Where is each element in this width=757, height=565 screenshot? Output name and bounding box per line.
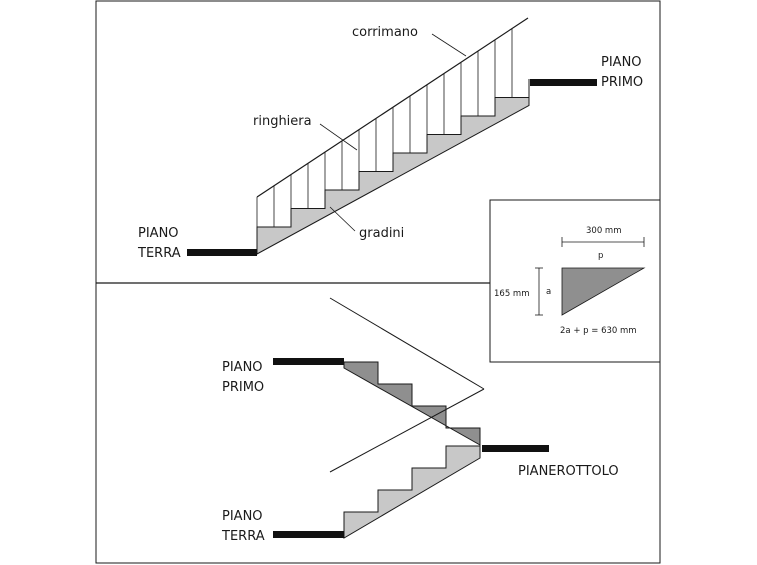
label-gradini: gradini	[359, 226, 404, 241]
upper-handrail	[329, 297, 485, 390]
label-riser-dim: 165 mm	[494, 289, 530, 299]
label-formula: 2a + p = 630 mm	[560, 326, 637, 336]
floor-slab-terra-bottom	[273, 531, 344, 538]
label-piano-primo-top-2: PRIMO	[601, 75, 643, 90]
label-piano-primo-top-1: PIANO	[601, 55, 642, 70]
label-ringhiera: ringhiera	[253, 114, 312, 129]
step-dimension-inset	[535, 237, 646, 316]
label-riser-symbol: a	[546, 287, 551, 297]
upper-flight	[343, 361, 481, 450]
lower-handrail	[329, 388, 485, 473]
step-profile-triangle	[561, 267, 646, 316]
label-piano-terra-bottom-1: PIANO	[222, 509, 263, 524]
floor-slab-pianerottolo	[482, 445, 549, 452]
leader-gradini	[329, 206, 356, 232]
bottom-stair	[273, 297, 549, 539]
leader-corrimano	[431, 33, 467, 57]
label-tread-symbol: p	[598, 251, 603, 261]
floor-slab-primo-top	[530, 79, 597, 86]
label-tread-dim: 300 mm	[586, 226, 622, 236]
handrail-line	[256, 17, 529, 198]
label-piano-terra-bottom-2: TERRA	[221, 529, 265, 544]
lower-flight	[343, 445, 481, 539]
label-corrimano: corrimano	[352, 25, 418, 40]
label-piano-terra-top-2: TERRA	[137, 246, 181, 261]
floor-slab-primo-bottom	[273, 358, 344, 365]
top-stair	[187, 17, 597, 256]
leader-ringhiera	[319, 123, 358, 151]
balusters	[256, 28, 513, 227]
label-piano-primo-bottom-1: PIANO	[222, 360, 263, 375]
label-piano-terra-top-1: PIANO	[138, 226, 179, 241]
floor-slab-terra-top	[187, 249, 257, 256]
label-piano-primo-bottom-2: PRIMO	[222, 380, 264, 395]
label-pianerottolo: PIANEROTTOLO	[518, 464, 619, 479]
